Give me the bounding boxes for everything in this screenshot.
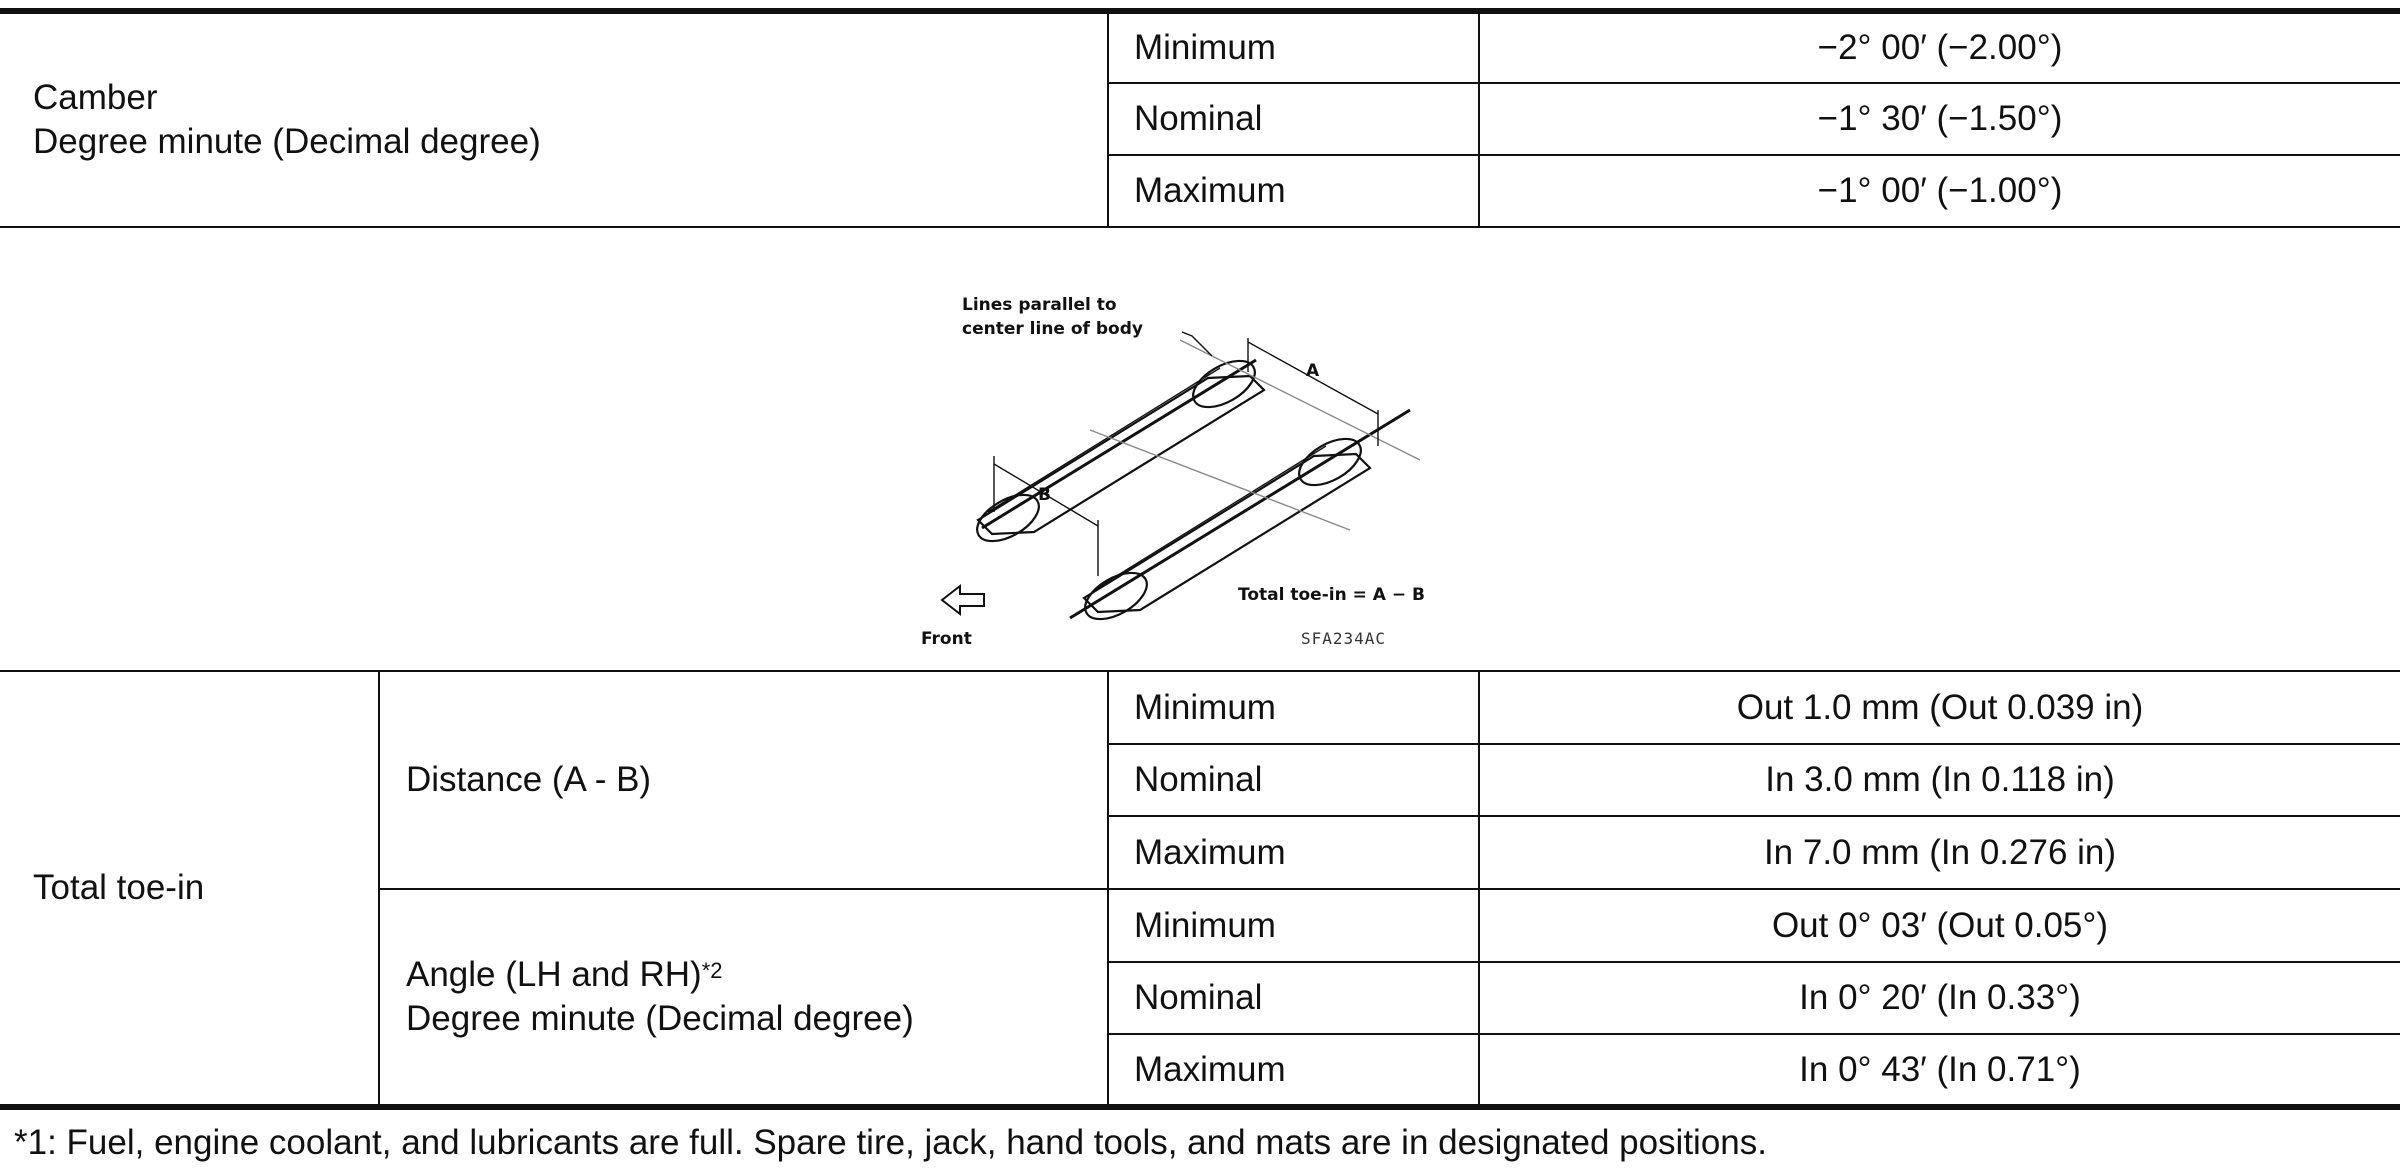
angle-value-maximum: In 0° 43′ (In 0.71°) bbox=[1799, 1049, 2081, 1089]
toe-col-divider bbox=[1478, 671, 1480, 1104]
table-bottom-rule bbox=[0, 1104, 2400, 1110]
toe-group-divider bbox=[378, 888, 2400, 890]
distance-level-minimum: Minimum bbox=[1134, 687, 1276, 727]
distance-value-maximum: In 7.0 mm (In 0.276 in) bbox=[1763, 832, 2117, 872]
toe-in-top-rule bbox=[0, 670, 2400, 672]
tire-shape bbox=[1298, 437, 1362, 487]
camber-level-minimum: Minimum bbox=[1134, 28, 1276, 67]
footnote: *1: Fuel, engine coolant, and lubricants… bbox=[14, 1123, 1767, 1162]
angle-label: Angle (LH and RH) bbox=[406, 955, 702, 994]
angle-footnote-ref: *2 bbox=[701, 958, 723, 983]
camber-col-divider bbox=[1107, 14, 1109, 226]
toe-row-divider bbox=[1108, 1033, 2400, 1035]
diagram-label-a: A bbox=[1306, 361, 1320, 381]
toe-in-diagram: Lines parallel to center line of body A … bbox=[921, 295, 1425, 649]
diagram-front-label: Front bbox=[921, 629, 972, 649]
camber-col-divider bbox=[1478, 14, 1480, 226]
toe-row-divider bbox=[1108, 961, 2400, 963]
upper-wheel-track bbox=[976, 374, 1266, 536]
diagram-callout-line1: Lines parallel to bbox=[962, 295, 1117, 315]
lower-wheel-track bbox=[1082, 452, 1372, 614]
distance-level-maximum: Maximum bbox=[1134, 832, 1286, 872]
camber-value-minimum: −2° 00′ (−2.00°) bbox=[1817, 28, 2063, 67]
camber-level-nominal: Nominal bbox=[1134, 99, 1263, 138]
angle-value-nominal: In 0° 20′ (In 0.33°) bbox=[1799, 978, 2081, 1017]
distance-value-nominal: In 3.0 mm (In 0.118 in) bbox=[1765, 760, 2115, 799]
toe-row-divider bbox=[1108, 743, 2400, 745]
camber-level-maximum: Maximum bbox=[1134, 171, 1286, 210]
angle-level-maximum: Maximum bbox=[1134, 1049, 1286, 1089]
diagram-callout-line2: center line of body bbox=[962, 319, 1143, 339]
front-arrow-icon bbox=[940, 583, 985, 617]
tire-shape bbox=[1192, 359, 1256, 409]
toe-col-divider bbox=[1107, 671, 1109, 1104]
table-top-rule bbox=[0, 8, 2400, 14]
camber-row-divider bbox=[1108, 82, 2400, 84]
angle-unit-label: Degree minute (Decimal degree) bbox=[406, 999, 914, 1038]
toe-row-divider bbox=[1108, 815, 2400, 817]
angle-level-minimum: Minimum bbox=[1134, 905, 1276, 945]
diagram-label-b: B bbox=[1038, 485, 1051, 505]
diagram-code: SFA234AC bbox=[1301, 629, 1386, 648]
camber-label-cell: Camber Degree minute (Decimal degree) bbox=[0, 14, 1107, 226]
camber-row-divider bbox=[1108, 154, 2400, 156]
distance-label: Distance (A - B) bbox=[406, 760, 652, 799]
camber-unit-label: Degree minute (Decimal degree) bbox=[33, 122, 541, 161]
camber-label: Camber bbox=[33, 78, 158, 117]
tire-shape bbox=[976, 493, 1040, 543]
toe-col-divider bbox=[378, 671, 380, 1104]
angle-value-minimum: Out 0° 03′ (Out 0.05°) bbox=[1771, 905, 2109, 945]
tire-shape bbox=[1084, 571, 1148, 621]
angle-level-nominal: Nominal bbox=[1134, 978, 1263, 1017]
angle-label-cell: Angle (LH and RH)*2 Degree minute (Decim… bbox=[380, 890, 1107, 1104]
toe-in-label: Total toe-in bbox=[33, 868, 205, 907]
camber-bottom-rule bbox=[0, 226, 2400, 228]
diagram-formula: Total toe-in = A − B bbox=[1238, 585, 1425, 605]
distance-level-nominal: Nominal bbox=[1134, 760, 1263, 799]
distance-value-minimum: Out 1.0 mm (Out 0.039 in) bbox=[1736, 687, 2144, 727]
camber-value-nominal: −1° 30′ (−1.50°) bbox=[1817, 99, 2063, 138]
camber-value-maximum: −1° 00′ (−1.00°) bbox=[1817, 171, 2063, 210]
